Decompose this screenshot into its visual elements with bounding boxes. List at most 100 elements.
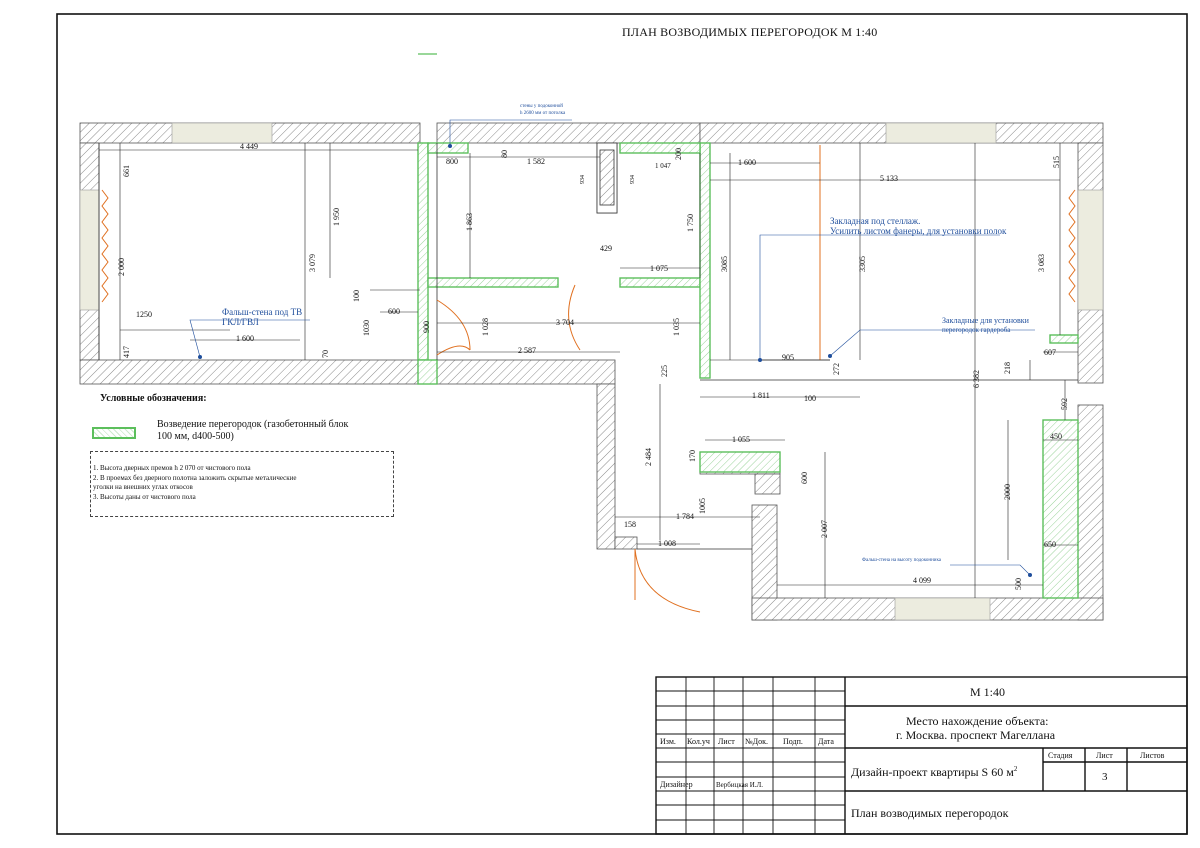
- dim-label: 900: [422, 321, 431, 333]
- title-block-header: Изм.: [660, 737, 676, 746]
- dim-label: 934: [580, 175, 586, 184]
- anchor-points: [198, 144, 1032, 577]
- dim-label: 6 382: [972, 370, 981, 388]
- window-right: [1077, 189, 1104, 311]
- title-block-header: №Док.: [745, 737, 768, 746]
- partition-5: [699, 142, 711, 379]
- dim-label: 800: [446, 157, 458, 166]
- sheet-title: ПЛАН ВОЗВОДИМЫХ ПЕРЕГОРОДОК М 1:40: [622, 25, 878, 39]
- title-block-location-1: Место нахождение объекта:: [906, 714, 1049, 728]
- wall-bottom-mid: [436, 359, 616, 385]
- notes-box: [90, 451, 394, 517]
- shelf-note-2: Усилить листом фанеры, для установки пол…: [830, 226, 1007, 236]
- title-block: [655, 676, 1188, 835]
- dim-label: 650: [1044, 540, 1056, 549]
- tv-wall-note-1: Фальш-стена под ТВ: [222, 307, 303, 317]
- dim-label: 1 863: [465, 213, 474, 231]
- dim-label: 515: [1052, 156, 1061, 168]
- dim-label: 1 008: [658, 539, 676, 548]
- title-block-scale: М 1:40: [970, 685, 1006, 699]
- windows: [79, 122, 1104, 621]
- note-line: 1. Высота дверных премов h 2 070 от чист…: [93, 464, 251, 472]
- dim-label: 2 007: [820, 520, 829, 538]
- wall-right-lower: [1077, 404, 1104, 621]
- partition-2: [427, 142, 469, 154]
- door-arc-4: [634, 548, 701, 613]
- dim-label: 1 582: [527, 157, 545, 166]
- sill-wall-note: Фальш-стена на высоту подоконника: [862, 558, 942, 563]
- dim-label: 4 099: [913, 576, 931, 585]
- window-curtain-left: [101, 189, 109, 303]
- dim-label: 1 784: [676, 512, 694, 521]
- dim-label: 158: [624, 520, 636, 529]
- window-top-right: [885, 122, 997, 144]
- annotation-leaders: [189, 119, 1035, 576]
- dim-label: 1 055: [732, 435, 750, 444]
- title-block-location-2: г. Москва. проспект Магеллана: [896, 728, 1056, 742]
- dim-label: 600: [388, 307, 400, 316]
- partition-9: [417, 359, 438, 385]
- dim-label: 607: [1044, 348, 1056, 357]
- window-bottom: [894, 597, 991, 621]
- dim-label: 1 035: [672, 318, 681, 336]
- dim-label: 1 750: [686, 214, 695, 232]
- dim-label: 2 000: [117, 258, 126, 276]
- sheet-frame: [56, 13, 1188, 835]
- dim-label: 1030: [362, 320, 371, 336]
- title-block-header: Дата: [818, 737, 834, 746]
- dim-label: 272: [832, 363, 841, 375]
- partition-3: [427, 277, 559, 288]
- legend-label: 100 мм, d400-500): [157, 431, 234, 442]
- door-arc-1: [436, 299, 471, 351]
- door-swings: [101, 145, 1076, 613]
- dim-label: 100: [804, 394, 816, 403]
- title-block-header: Кол.уч: [687, 737, 710, 746]
- interior-lines: [98, 142, 1078, 550]
- partition-7: [1042, 419, 1079, 599]
- dim-label: 1 600: [738, 158, 756, 167]
- dim-label: 100: [352, 290, 361, 302]
- window-left: [79, 189, 100, 311]
- title-block-drawing-name: План возводимых перегородок: [851, 806, 1009, 820]
- wall-corridor-left: [596, 383, 616, 550]
- dim-label: 1 811: [752, 391, 770, 400]
- partition-8: [699, 451, 781, 473]
- door-arc-3: [568, 284, 581, 351]
- partition-4: [619, 277, 701, 288]
- dim-label: 3 704: [556, 318, 574, 327]
- title-block-left-grid: [656, 677, 845, 834]
- title-block-sheet-header: Лист: [1096, 751, 1113, 760]
- dimension-lines: [99, 143, 1078, 598]
- title-block-stage-header: Стадия: [1048, 751, 1073, 760]
- tv-wall-note-2: ГКЛ/ГВЛ: [222, 317, 259, 327]
- wall-bath-inner: [754, 473, 781, 495]
- window-top-left: [171, 122, 273, 144]
- exterior-walls: [79, 122, 1104, 621]
- title-block-project-sup: 2: [1013, 765, 1018, 773]
- dim-label: 80: [500, 150, 509, 158]
- dim-label: 1250: [136, 310, 152, 319]
- dim-label: 3305: [858, 256, 867, 272]
- dim-label: 3 079: [308, 254, 317, 272]
- dim-label: 3 083: [1037, 254, 1046, 272]
- new-partitions: [417, 142, 1079, 599]
- dim-label: 905: [782, 353, 794, 362]
- dim-label: 429: [600, 244, 612, 253]
- wall-bottom-left: [79, 359, 421, 385]
- legend-heading: Условные обозначения:: [100, 393, 207, 404]
- title-block-role: Дизайнер: [660, 780, 693, 789]
- title-block-header: Лист: [718, 737, 735, 746]
- dim-label: 1 028: [481, 318, 490, 336]
- note-line: 3. Высоты даны от чистового пола: [93, 493, 196, 501]
- dim-label: 450: [1050, 432, 1062, 441]
- wall-entry-bottom: [614, 536, 638, 550]
- dim-label: 1005: [698, 498, 707, 514]
- door-arc-2: [436, 345, 471, 356]
- title-block-project: Дизайн-проект квартиры S 60 м2: [851, 765, 1018, 779]
- wardrobe-note-1: Закладные для установки: [942, 316, 1029, 325]
- window-curtain-right: [1068, 189, 1076, 303]
- legend-label: Возведение перегородок (газобетонный бло…: [157, 419, 349, 430]
- dim-label: 2 587: [518, 346, 536, 355]
